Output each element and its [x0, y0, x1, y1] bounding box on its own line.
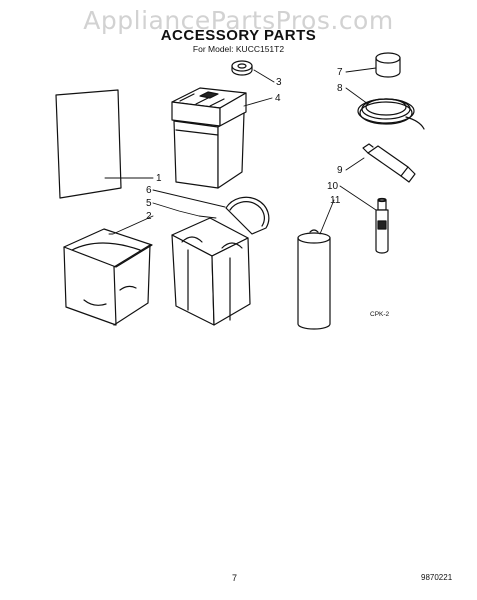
callout-9: 9: [337, 165, 343, 176]
part-11-can: [297, 229, 331, 330]
part-3-ring: [231, 60, 253, 76]
part-6-cover: [225, 196, 270, 235]
part-8-coil: [357, 98, 425, 130]
part-5-bracket: [171, 217, 251, 326]
callout-8: 8: [337, 83, 343, 94]
part-9-tube: [362, 143, 416, 183]
callout-4: 4: [275, 93, 281, 104]
callout-7: 7: [337, 67, 343, 78]
part-10-bottle: [375, 197, 389, 254]
callout-2: 2: [146, 211, 152, 222]
callout-10: 10: [327, 181, 339, 192]
part-1-sheet: [55, 89, 122, 199]
page-number: 7: [232, 573, 238, 583]
model-subtitle: For Model: KUCC151T2: [192, 44, 285, 54]
page-title: ACCESSORY PARTS: [160, 27, 317, 44]
callout-11: 11: [330, 195, 341, 206]
callout-5: 5: [146, 198, 152, 209]
document-number: 9870221: [421, 573, 453, 582]
callout-1: 1: [156, 173, 162, 184]
diagram-code: CPK-2: [370, 311, 390, 318]
part-4-bin: [171, 87, 247, 189]
part-2-bag: [63, 228, 153, 326]
callout-3: 3: [276, 77, 282, 88]
leader-lines: [104, 67, 377, 235]
watermark: AppliancePartsPros.com: [83, 6, 394, 35]
part-7-jar: [375, 52, 401, 78]
callouts: 1 2 3 4 5 6 7 8 9 10 11: [146, 67, 343, 222]
callout-6: 6: [146, 185, 152, 196]
